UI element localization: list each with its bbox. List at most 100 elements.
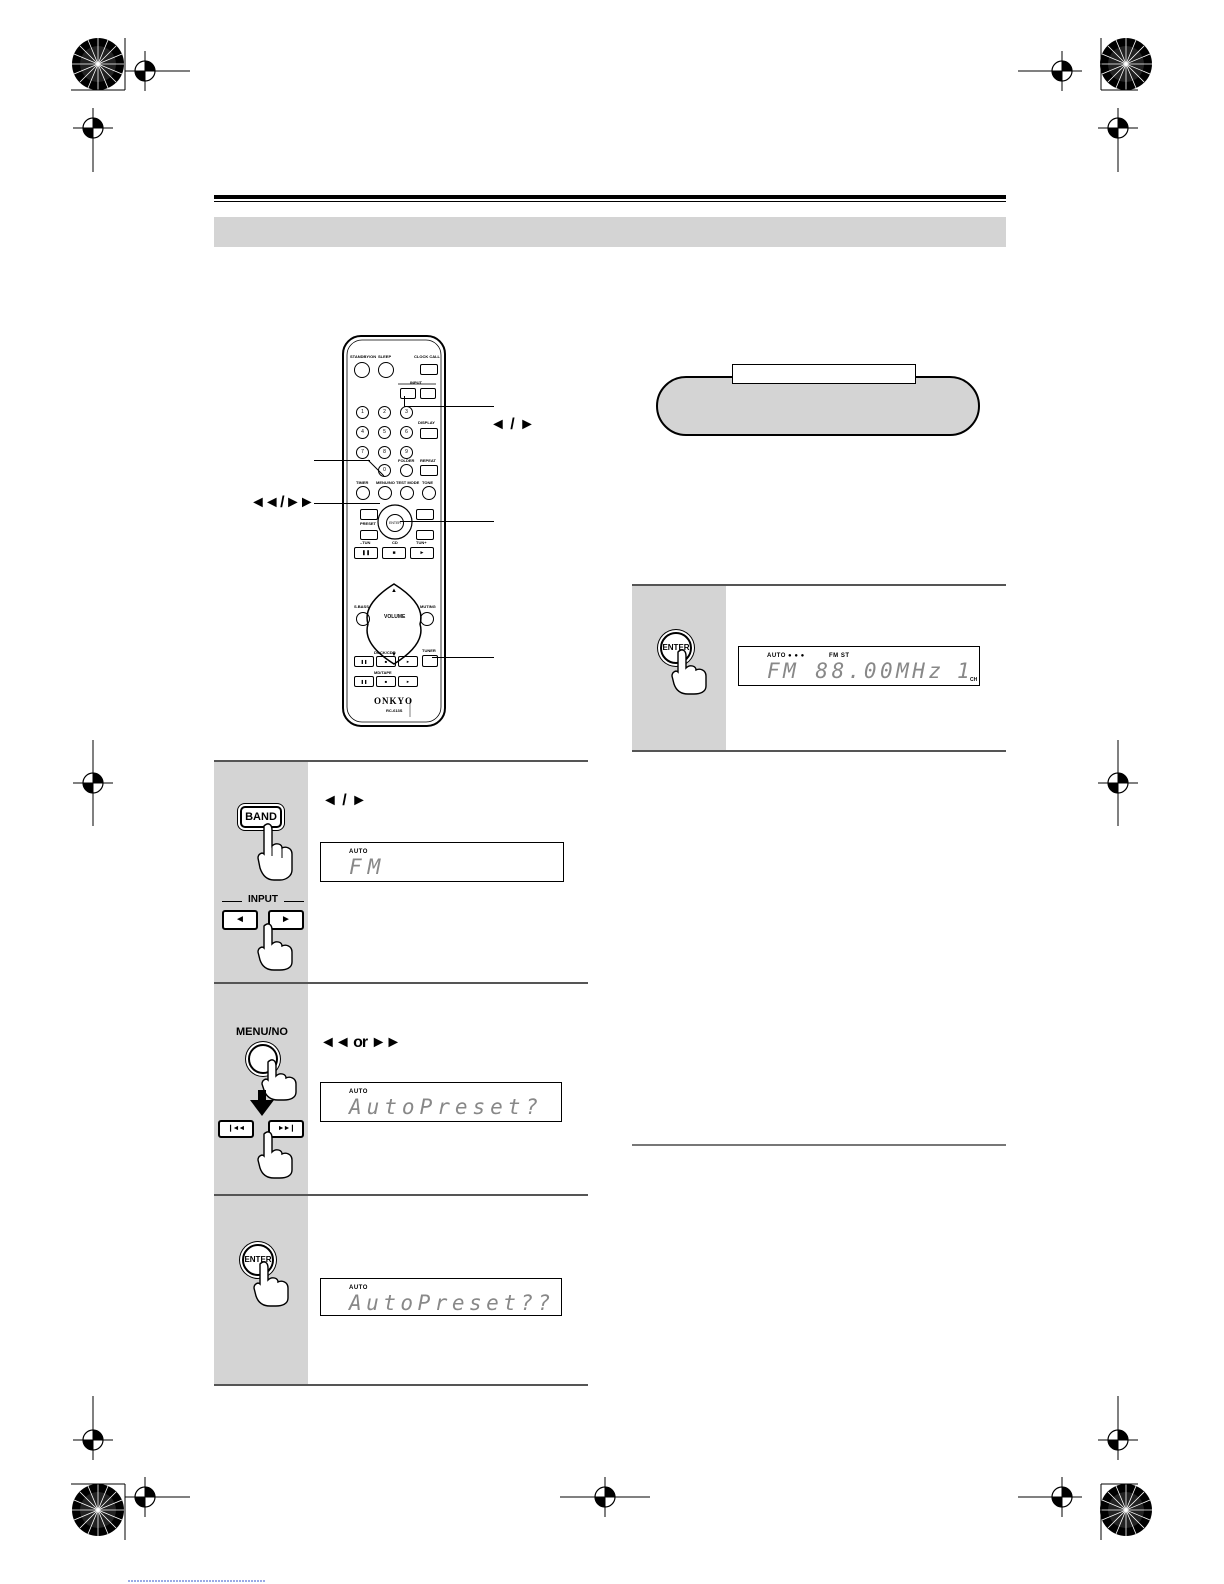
tone-label: TONE (422, 480, 434, 485)
standby-label: STANDBY/ON (350, 354, 377, 359)
tip-box (656, 376, 980, 436)
preset-label: PRESET (360, 521, 377, 526)
hand-icon (671, 649, 707, 695)
remote-control: STANDBY/ON SLEEP CLOCK CALL INPUT 1 2 3 … (340, 334, 448, 730)
header-rule-thick (214, 195, 1006, 199)
skip-back-key[interactable]: ❙◄◄ (218, 1120, 254, 1138)
input-label: INPUT (410, 380, 422, 385)
menu-no-label: MENU/NO (236, 1026, 288, 1038)
md-stop-button[interactable]: ■ (376, 676, 396, 687)
step-1 (214, 760, 588, 984)
timer-label: TIMER (356, 480, 369, 485)
folder-button[interactable] (400, 464, 413, 477)
cd-stop-button[interactable]: ■ (382, 547, 406, 559)
folder-label: FOLDER (398, 458, 415, 463)
hand-icon (257, 823, 293, 881)
sleep-button[interactable] (378, 362, 394, 378)
hand-icon (253, 1261, 289, 1307)
enter-step4-label: ENTER (662, 643, 690, 652)
keypad-9[interactable]: 9 (400, 446, 413, 459)
brand-logo: ONKYO (374, 696, 414, 706)
timer-button[interactable] (356, 486, 370, 500)
tun-down-button[interactable] (360, 530, 378, 540)
lcd-channel: 1 (957, 659, 970, 683)
right-column-rule (632, 1144, 1006, 1146)
test-mode-label: TEST MODE (396, 480, 420, 485)
cd-pause-button[interactable]: ❚❚ (354, 547, 378, 559)
md-pause-button[interactable]: ❚❚ (354, 676, 374, 687)
step-2-arrows: ◄◄ or ►► (320, 1034, 401, 1051)
keypad-5-label: 5 (383, 429, 386, 435)
cd-play-button[interactable]: ► (410, 547, 434, 559)
lcd-indicator-left: AUTO ● ● ● (767, 653, 805, 659)
hand-icon (257, 923, 293, 971)
band-button[interactable]: BAND (240, 806, 282, 828)
md-play-button[interactable]: ► (398, 676, 418, 687)
callout-input-tick (404, 396, 405, 406)
volume-label: VOLUME (384, 614, 406, 620)
enter-button-label: ENTER (389, 521, 401, 525)
repeat-label: REPEAT (420, 458, 436, 463)
tun-up-button[interactable] (416, 530, 434, 540)
dock-cdr-label: DOCK/CDR (374, 650, 396, 655)
keypad-8[interactable]: 8 (378, 446, 391, 459)
keypad-1-label: 1 (361, 409, 364, 415)
keypad-4[interactable]: 4 (356, 426, 369, 439)
keypad-2-label: 2 (383, 409, 386, 415)
preset-up-button[interactable] (416, 509, 434, 520)
keypad-7[interactable]: 7 (356, 446, 369, 459)
menu-button[interactable] (378, 486, 392, 500)
muting-button[interactable] (420, 612, 434, 626)
keypad-3-label: 3 (405, 409, 408, 415)
down-arrow-icon (250, 1090, 274, 1116)
input-group-label: INPUT (222, 894, 304, 908)
menu-label: MENU/NO (376, 480, 395, 485)
callout-enter (400, 521, 494, 522)
callout-skip-arrows: ◄◄ / ►► (250, 494, 315, 511)
clock-call-button[interactable] (420, 364, 438, 375)
input-left-key[interactable]: ◄ (222, 910, 258, 930)
lcd-channel-unit: CH (970, 677, 978, 683)
preset-down-button[interactable] (360, 509, 378, 520)
display-button[interactable] (420, 428, 438, 439)
dock-stop-button[interactable]: ■ (376, 656, 396, 667)
callout-input-arrows: ◄ / ► (490, 416, 536, 433)
step-3-lcd: AUTO AutoPreset?? (320, 1278, 562, 1316)
skip-forward-key[interactable]: ►►❙ (268, 1120, 304, 1138)
lcd-text: AutoPreset? (349, 1095, 544, 1119)
keypad-1[interactable]: 1 (356, 406, 369, 419)
clock-call-label: CLOCK CALL (414, 354, 440, 359)
s-bass-label: S.BASS (354, 604, 369, 609)
repeat-button[interactable] (420, 465, 438, 476)
tone-button[interactable] (422, 486, 436, 500)
muting-label: MUTING (420, 604, 436, 609)
volume-up-button[interactable]: ▲ (391, 588, 397, 594)
dock-pause-button[interactable]: ❚❚ (354, 656, 374, 667)
keypad-2[interactable]: 2 (378, 406, 391, 419)
section-title-bar (214, 217, 1006, 247)
input-left-button[interactable] (400, 388, 416, 399)
cd-label: CD (392, 540, 398, 545)
sleep-label: SLEEP (378, 354, 392, 359)
callout-preset (314, 503, 380, 504)
dock-play-button[interactable]: ► (398, 656, 418, 667)
tuner-button[interactable] (422, 655, 438, 667)
step-4-lcd: AUTO ● ● ● FM ST FM 88.00MHz 1 CH (738, 646, 980, 686)
keypad-5[interactable]: 5 (378, 426, 391, 439)
enter-button[interactable]: ENTER (386, 514, 404, 532)
keypad-3[interactable]: 3 (400, 406, 413, 419)
keypad-7-label: 7 (361, 449, 364, 455)
band-button-label: BAND (245, 811, 277, 823)
input-right-button[interactable] (420, 388, 436, 399)
callout-menu-diag (368, 459, 385, 477)
standby-button[interactable] (354, 362, 370, 378)
tuner-label: TUNER (422, 648, 436, 653)
callout-tuner (432, 657, 494, 658)
test-mode-button[interactable] (400, 486, 414, 500)
model-label: RC-613S (386, 708, 403, 713)
keypad-6[interactable]: 6 (400, 426, 413, 439)
s-bass-button[interactable] (356, 612, 370, 626)
display-label: DISPLAY (418, 420, 435, 425)
input-right-key[interactable]: ► (268, 910, 304, 930)
volume-down-button[interactable]: ▼ (391, 652, 397, 658)
